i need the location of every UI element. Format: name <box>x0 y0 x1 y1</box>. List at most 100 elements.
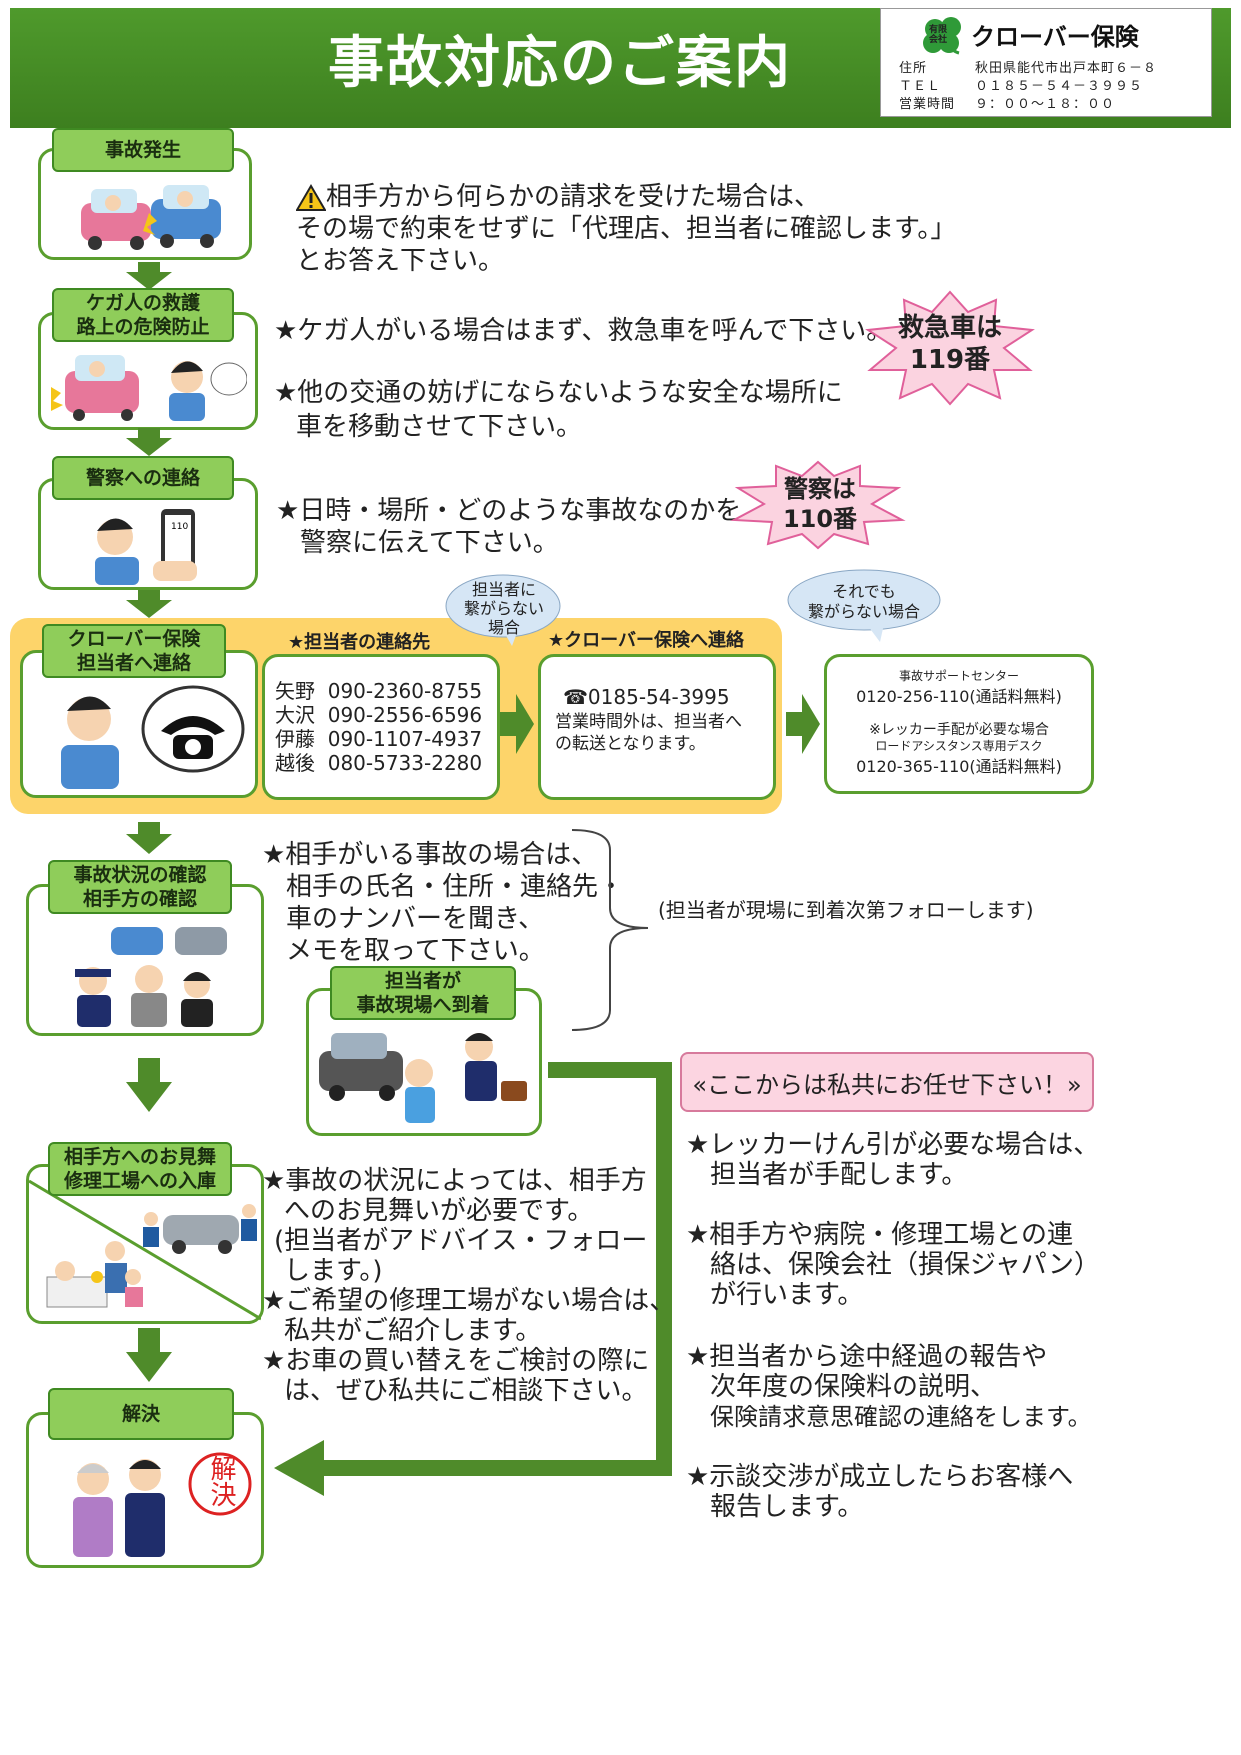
diagonal-divider <box>29 1179 261 1321</box>
right-brace <box>571 829 649 1031</box>
support-center-box: 事故サポートセンター 0120-256-110(通話料無料) ※レッカー手配が必… <box>824 654 1094 794</box>
visit-note-line: 私共がご紹介します。 <box>284 1316 542 1346</box>
leave-item-line: 絡は、保険会社（損保ジャパン） <box>710 1250 1101 1280</box>
confirm-note-line: 相手の氏名・住所・連絡先・ <box>286 872 625 902</box>
support-phone: 0120-256-110(通話料無料) <box>856 687 1062 706</box>
step-rescue-label: ケガ人の救護路上の危険防止 <box>52 288 234 342</box>
arrow-down-icon <box>126 590 172 618</box>
leave-item-line: ★担当者から途中経過の報告や <box>686 1342 1048 1372</box>
company-type: 有限会社 <box>929 25 948 45</box>
step-accident-label: 事故発生 <box>52 128 234 172</box>
leave-to-us-banner: «ここからは私共にお任せ下さい！» <box>680 1052 1094 1112</box>
resolved-stamp-icon <box>188 1452 252 1516</box>
arrow-down-icon <box>126 428 172 456</box>
handshake-icon <box>73 1459 165 1557</box>
visit-note-line: ★ご希望の修理工場がない場合は、 <box>262 1286 676 1316</box>
leave-item-line: ★相手方や病院・修理工場との連 <box>686 1220 1074 1250</box>
visit-note-line: (担当者がアドバイス・フォロー <box>274 1226 648 1256</box>
page-title: 事故対応のご案内 <box>328 31 792 96</box>
arrow-down-icon <box>126 822 172 854</box>
office-note: 営業時間外は、担当者への転送となります。 <box>555 712 742 754</box>
safety-note-line-1: ★他の交通の妨げにならないような安全な場所に <box>274 378 843 408</box>
leave-item-line: 担当者が手配します。 <box>710 1160 968 1190</box>
arrow-down-icon <box>126 262 172 290</box>
leave-item-line: 次年度の保険料の説明、 <box>710 1372 997 1402</box>
tow-note: ※レッカー手配が必要な場合 <box>869 722 1049 738</box>
clover-logo-icon <box>923 17 961 55</box>
bubble-still-not-reached: それでも繋がらない場合 <box>807 582 920 621</box>
office-contact-box: ☎0185-54-3995 営業時間外は、担当者への転送となります。 <box>538 654 776 800</box>
arrow-down-icon <box>126 1058 172 1112</box>
step-confirm-label: 事故状況の確認相手方の確認 <box>48 860 232 914</box>
connector-line <box>548 1062 672 1078</box>
staff-heading: ★担当者の連絡先 <box>288 632 431 653</box>
staff-row: 矢野 090-2360-8755 <box>275 679 483 703</box>
staff-row: 伊藤 090-1107-4937 <box>275 727 483 751</box>
warning-line-1: 相手方から何らかの請求を受けた場合は、 <box>326 182 821 212</box>
staff-row: 大沢 090-2556-6596 <box>275 703 483 727</box>
visit-note-line: ★お車の買い替えをご検討の際に <box>262 1346 650 1376</box>
warning-line-3: とお答え下さい。 <box>296 246 505 276</box>
confirm-note-line: メモを取って下さい。 <box>286 936 545 966</box>
confirm-note-line: ★相手がいる事故の場合は、 <box>262 840 598 870</box>
ambulance-note: ★ケガ人がいる場合はまず、救急車を呼んで下さい。 <box>274 316 893 346</box>
leave-item-line: 報告します。 <box>710 1492 864 1522</box>
roadside-title: ロードアシスタンス専用デスク <box>875 739 1043 753</box>
arrow-right-icon <box>786 694 820 754</box>
repair-shop-icon <box>143 1204 257 1254</box>
office-heading: ★クローバー保険へ連絡 <box>548 630 744 651</box>
warning-icon <box>296 184 326 211</box>
arrow-left-icon <box>274 1440 324 1496</box>
warning-line-2: その場で約束をせずに「代理店、担当者に確認します。」 <box>296 214 957 244</box>
office-phone: ☎0185-54-3995 <box>563 685 730 709</box>
visit-note-line: へのお見舞いが必要です。 <box>284 1196 594 1226</box>
connector-line <box>656 1062 672 1476</box>
staff-row: 越後 080-5733-2280 <box>275 751 483 775</box>
company-name: クローバー保険 <box>971 23 1139 51</box>
ambulance-burst <box>865 290 1035 406</box>
stamp-text: 解決 <box>206 1455 236 1507</box>
staff-list-box: 矢野 090-2360-8755 大沢 090-2556-6596 伊藤 090… <box>262 654 500 800</box>
police-note-line-1: ★日時・場所・どのような事故なのかを <box>276 496 742 526</box>
arrow-down-icon <box>126 1328 172 1382</box>
follow-up-note: (担当者が現場に到着次第フォローします) <box>658 898 1034 922</box>
police-burst <box>730 460 906 550</box>
leave-item-line: ★レッカーけん引が必要な場合は、 <box>686 1130 1100 1160</box>
visit-note-line: ★事故の状況によっては、相手方 <box>262 1166 647 1196</box>
leave-item-line: ★示談交渉が成立したらお客様へ <box>686 1462 1074 1492</box>
step-contact-label: クローバー保険担当者へ連絡 <box>42 624 226 678</box>
bubble-not-reached: 担当者に繋がらない場合 <box>463 580 544 637</box>
step-police-label: 警察への連絡 <box>52 456 234 500</box>
police-call-icon: 110 <box>95 509 197 585</box>
step-resolved-label: 解決 <box>48 1388 234 1440</box>
company-address: 住所秋田県能代市出戸本町６－８ <box>899 61 1158 76</box>
step-visit-label: 相手方へのお見舞修理工場への入庫 <box>48 1142 232 1196</box>
confirm-note-line: 車のナンバーを聞き、 <box>286 904 545 934</box>
visit-note-line: します。) <box>284 1256 383 1286</box>
step-arrival-label: 担当者が事故現場へ到着 <box>330 966 516 1020</box>
leave-item-line: 保険請求意思確認の連絡をします。 <box>710 1403 1092 1431</box>
safety-note-line-2: 車を移動させて下さい。 <box>296 412 583 442</box>
visit-note-line: は、ぜひ私共にご相談下さい。 <box>284 1376 648 1406</box>
roadside-phone: 0120-365-110(通話料無料) <box>856 757 1062 776</box>
injured-call-icon <box>51 355 247 421</box>
resolved-stamp-text: 解決 <box>201 1455 241 1507</box>
police-note-line-2: 警察に伝えて下さい。 <box>300 528 559 558</box>
staff-list: 矢野 090-2360-8755 大沢 090-2556-6596 伊藤 090… <box>275 679 482 775</box>
telephone-icon: ☎ <box>563 685 588 709</box>
staff-arrival-icon <box>319 1033 527 1123</box>
svg-text:110: 110 <box>171 522 188 532</box>
speech-bubble <box>787 569 941 642</box>
support-title: 事故サポートセンター <box>898 669 1019 683</box>
phone-call-icon <box>61 685 245 789</box>
police-report-icon <box>75 927 227 1027</box>
arrow-right-icon <box>500 694 534 754</box>
speech-bubble <box>445 574 561 646</box>
car-crash-icon <box>81 185 221 250</box>
leave-item-line: が行います。 <box>710 1280 864 1310</box>
